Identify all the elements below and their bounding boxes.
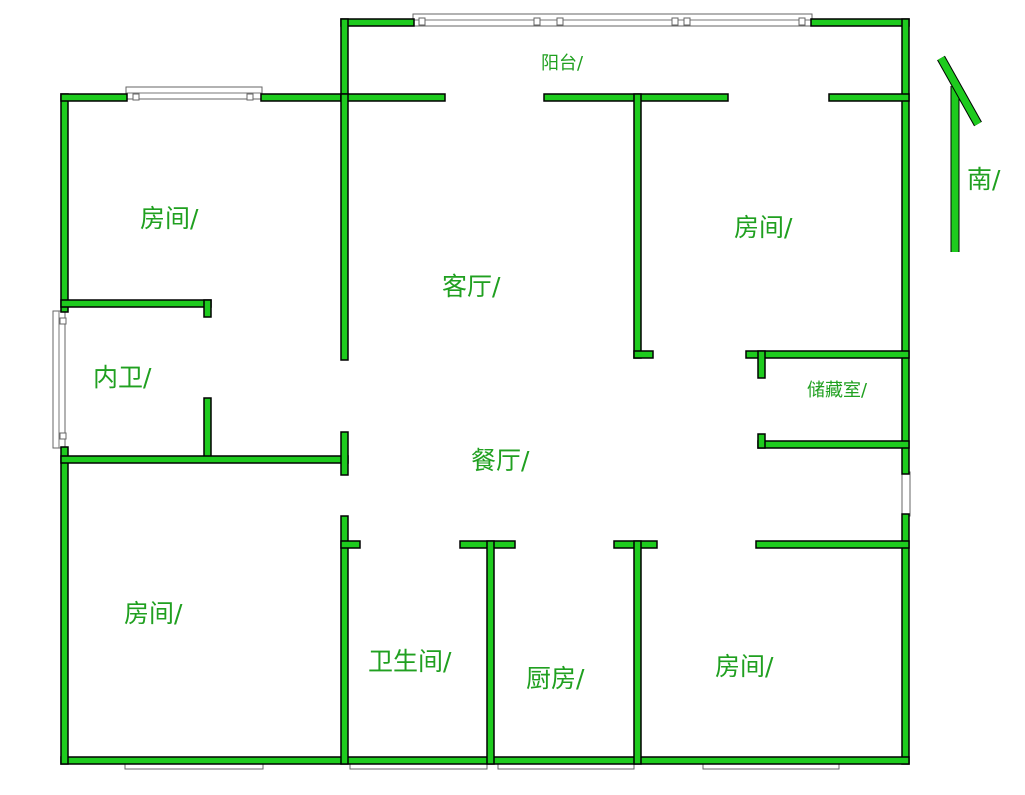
label-dining-room: 餐厅/	[471, 446, 530, 475]
wall-living-left	[340, 93, 349, 361]
wall-bath-stub	[340, 540, 361, 549]
window-ensuite-left	[52, 310, 67, 449]
wall-balcony-inner-a	[340, 93, 446, 102]
wall-kitchen-right	[633, 540, 642, 765]
label-bedroom-bottom-left: 房间/	[124, 599, 183, 628]
wall-storage-bottom	[757, 440, 910, 449]
wall-bath-left	[340, 515, 349, 765]
wall-storage-top	[745, 350, 910, 359]
wall-top-left-b	[260, 93, 349, 102]
wall-balcony-top	[340, 18, 415, 27]
wall-balcony-inner-c	[828, 93, 910, 102]
wall-storage-top-stub	[757, 350, 766, 379]
wall-ensuite-bottom	[60, 455, 349, 464]
window-storage-right	[901, 471, 911, 517]
room-labels: 阳台/ 房间/ 客厅/ 房间/ 内卫/ 储藏室/ 餐厅/ 房间/ 卫生间/ 厨房…	[93, 53, 1001, 693]
wall-balcony-left	[340, 18, 349, 102]
label-bathroom: 卫生间/	[368, 647, 452, 676]
wall-living-right	[633, 93, 642, 359]
wall-right-outer-lower	[901, 513, 910, 765]
label-storage-room: 储藏室/	[807, 380, 868, 401]
window-top-left-room	[125, 86, 263, 101]
label-bedroom-top-left: 房间/	[140, 204, 199, 233]
wall-storage-bottom-stub	[757, 433, 766, 449]
wall-dining-left-stub	[340, 431, 349, 476]
wall-ensuite-top	[60, 299, 212, 308]
compass-label: 南/	[967, 165, 1001, 194]
label-bedroom-top-right: 房间/	[734, 213, 793, 242]
wall-balcony-top-right	[810, 18, 910, 27]
wall-left-outer-lower	[60, 446, 69, 765]
label-balcony: 阳台/	[541, 53, 584, 74]
label-kitchen: 厨房/	[526, 664, 585, 693]
label-living-room: 客厅/	[442, 272, 501, 301]
wall-ensuite-stub-bottom	[203, 397, 212, 463]
wall-bedroom-br-top	[755, 540, 910, 549]
window-balcony-top	[412, 13, 813, 27]
windows	[52, 13, 911, 770]
wall-ensuite-stub-top	[203, 299, 212, 318]
wall-left-outer-upper	[60, 93, 69, 313]
wall-bottom-outer	[60, 756, 910, 765]
wall-top-left-a	[60, 93, 128, 102]
wall-right-outer-upper	[901, 18, 910, 475]
label-ensuite-bath: 内卫/	[93, 363, 152, 392]
wall-living-right-stub	[633, 350, 654, 359]
label-bedroom-bottom-right: 房间/	[715, 652, 774, 681]
compass-arrow	[937, 55, 982, 252]
wall-bath-kitchen	[486, 540, 495, 765]
walls	[60, 18, 910, 765]
